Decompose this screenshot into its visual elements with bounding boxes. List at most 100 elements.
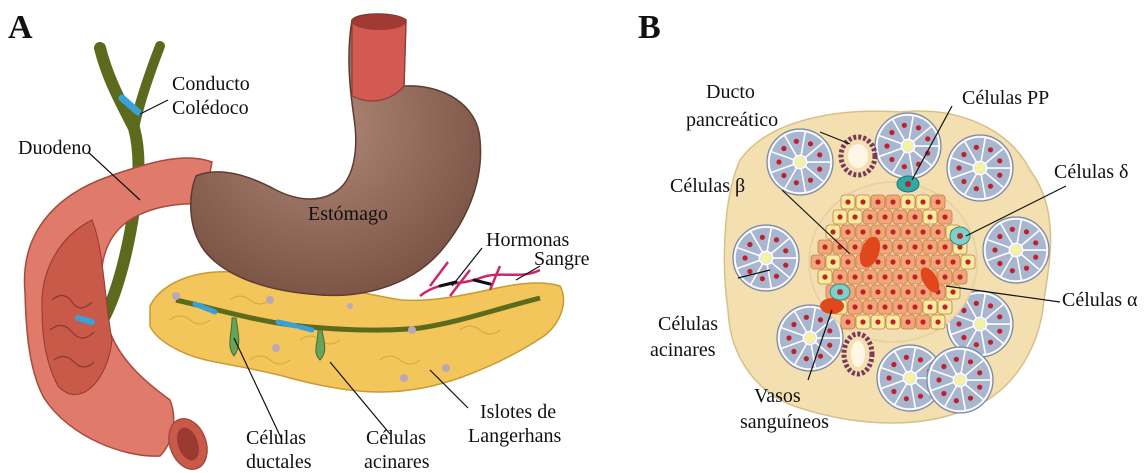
label-celulas-ductales-2: ductales xyxy=(246,451,312,473)
cell-nucleus xyxy=(830,259,835,264)
acinus xyxy=(983,217,1049,283)
label-vasos: Vasos xyxy=(754,385,801,407)
cell-nucleus xyxy=(852,214,857,219)
cell-nucleus xyxy=(882,274,887,279)
label-celulas-ductales-1: Células xyxy=(246,427,306,449)
cell-nucleus xyxy=(875,199,880,204)
label-celulas-acinares-a-1: Células xyxy=(366,427,426,449)
cell-nucleus xyxy=(905,289,910,294)
cell-nucleus xyxy=(905,229,910,234)
cell-nucleus xyxy=(830,229,835,234)
acinus xyxy=(927,347,993,413)
cell-nucleus xyxy=(875,229,880,234)
cell-nucleus xyxy=(867,214,872,219)
acinus xyxy=(947,135,1013,201)
cell-nucleus xyxy=(927,244,932,249)
cell-nucleus xyxy=(912,304,917,309)
cell-nucleus xyxy=(890,199,895,204)
cell-nucleus xyxy=(942,244,947,249)
label-celulas-acinares-b-1: Células xyxy=(658,313,718,335)
cell-nucleus xyxy=(852,274,857,279)
cell-nucleus xyxy=(845,199,850,204)
cell-nucleus xyxy=(935,259,940,264)
cell-nucleus xyxy=(890,319,895,324)
cell-nucleus xyxy=(897,214,902,219)
cell-nucleus xyxy=(860,199,865,204)
cell-nucleus xyxy=(852,304,857,309)
label-coledoco: Colédoco xyxy=(172,97,249,119)
cell-nucleus xyxy=(837,274,842,279)
cell-nucleus xyxy=(912,244,917,249)
cell-nucleus xyxy=(875,319,880,324)
label-estomago: Estómago xyxy=(308,203,388,225)
cell-nucleus xyxy=(875,259,880,264)
cell-nucleus xyxy=(867,304,872,309)
cell-nucleus xyxy=(890,289,895,294)
cell-nucleus xyxy=(882,244,887,249)
cell-nucleus xyxy=(920,319,925,324)
acinus xyxy=(733,225,799,291)
label-celulas-acinares-a-2: acinares xyxy=(364,451,430,473)
label-celulas-pp: Células PP xyxy=(962,87,1049,109)
cell-nucleus xyxy=(890,259,895,264)
label-sanguineos: sanguíneos xyxy=(740,411,829,433)
acinus xyxy=(875,113,941,179)
cell-nucleus xyxy=(905,199,910,204)
cell-nucleus xyxy=(950,259,955,264)
cell-nucleus xyxy=(912,214,917,219)
label-islotes-2: Langerhans xyxy=(468,425,562,447)
cell-nucleus xyxy=(860,289,865,294)
cell-nucleus xyxy=(950,289,955,294)
cell-nucleus xyxy=(957,274,962,279)
cell-nucleus xyxy=(815,259,820,264)
stomach xyxy=(191,14,481,295)
cell-nucleus xyxy=(920,289,925,294)
label-sangre: Sangre xyxy=(534,248,590,270)
acinus xyxy=(767,129,833,195)
label-pancreatico: pancreático xyxy=(686,109,778,131)
cell-nucleus xyxy=(920,259,925,264)
cell-nucleus xyxy=(890,229,895,234)
cell-nucleus xyxy=(845,229,850,234)
cell-nucleus xyxy=(882,304,887,309)
panel-b: B xyxy=(638,9,1138,433)
label-islotes-1: Islotes de xyxy=(480,401,556,423)
label-celulas-beta: Células β xyxy=(670,175,745,197)
panel-b-letter: B xyxy=(638,9,661,46)
cell-nucleus xyxy=(942,214,947,219)
cell-nucleus xyxy=(852,244,857,249)
label-celulas-acinares-b-2: acinares xyxy=(650,339,716,361)
cell-nucleus xyxy=(920,229,925,234)
cell-nucleus xyxy=(920,199,925,204)
label-celulas-delta: Células δ xyxy=(1054,161,1128,183)
cell-nucleus xyxy=(867,274,872,279)
cell-nucleus xyxy=(845,319,850,324)
cell-nucleus xyxy=(927,304,932,309)
cell-nucleus xyxy=(822,274,827,279)
cell-nucleus xyxy=(935,229,940,234)
cell-nucleus xyxy=(897,304,902,309)
cell-nucleus xyxy=(927,214,932,219)
cell-nucleus xyxy=(882,214,887,219)
label-duodeno: Duodeno xyxy=(18,137,91,159)
cell-nucleus xyxy=(912,274,917,279)
cell-nucleus xyxy=(905,319,910,324)
cell-nucleus xyxy=(860,319,865,324)
cell-nucleus xyxy=(860,229,865,234)
panel-a-letter: A xyxy=(8,9,33,46)
cell-nucleus xyxy=(942,304,947,309)
cell-nucleus xyxy=(905,259,910,264)
cell-nucleus xyxy=(965,259,970,264)
panel-a: A xyxy=(8,9,590,473)
cell-nucleus xyxy=(897,274,902,279)
label-conducto: Conducto xyxy=(172,73,250,95)
cell-nucleus xyxy=(875,289,880,294)
cell-nucleus xyxy=(845,259,850,264)
cell-nucleus xyxy=(935,199,940,204)
cell-nucleus xyxy=(822,244,827,249)
cell-nucleus xyxy=(897,244,902,249)
label-celulas-alfa: Células α xyxy=(1062,289,1138,311)
cell-nucleus xyxy=(942,274,947,279)
label-ducto: Ducto xyxy=(706,81,755,103)
